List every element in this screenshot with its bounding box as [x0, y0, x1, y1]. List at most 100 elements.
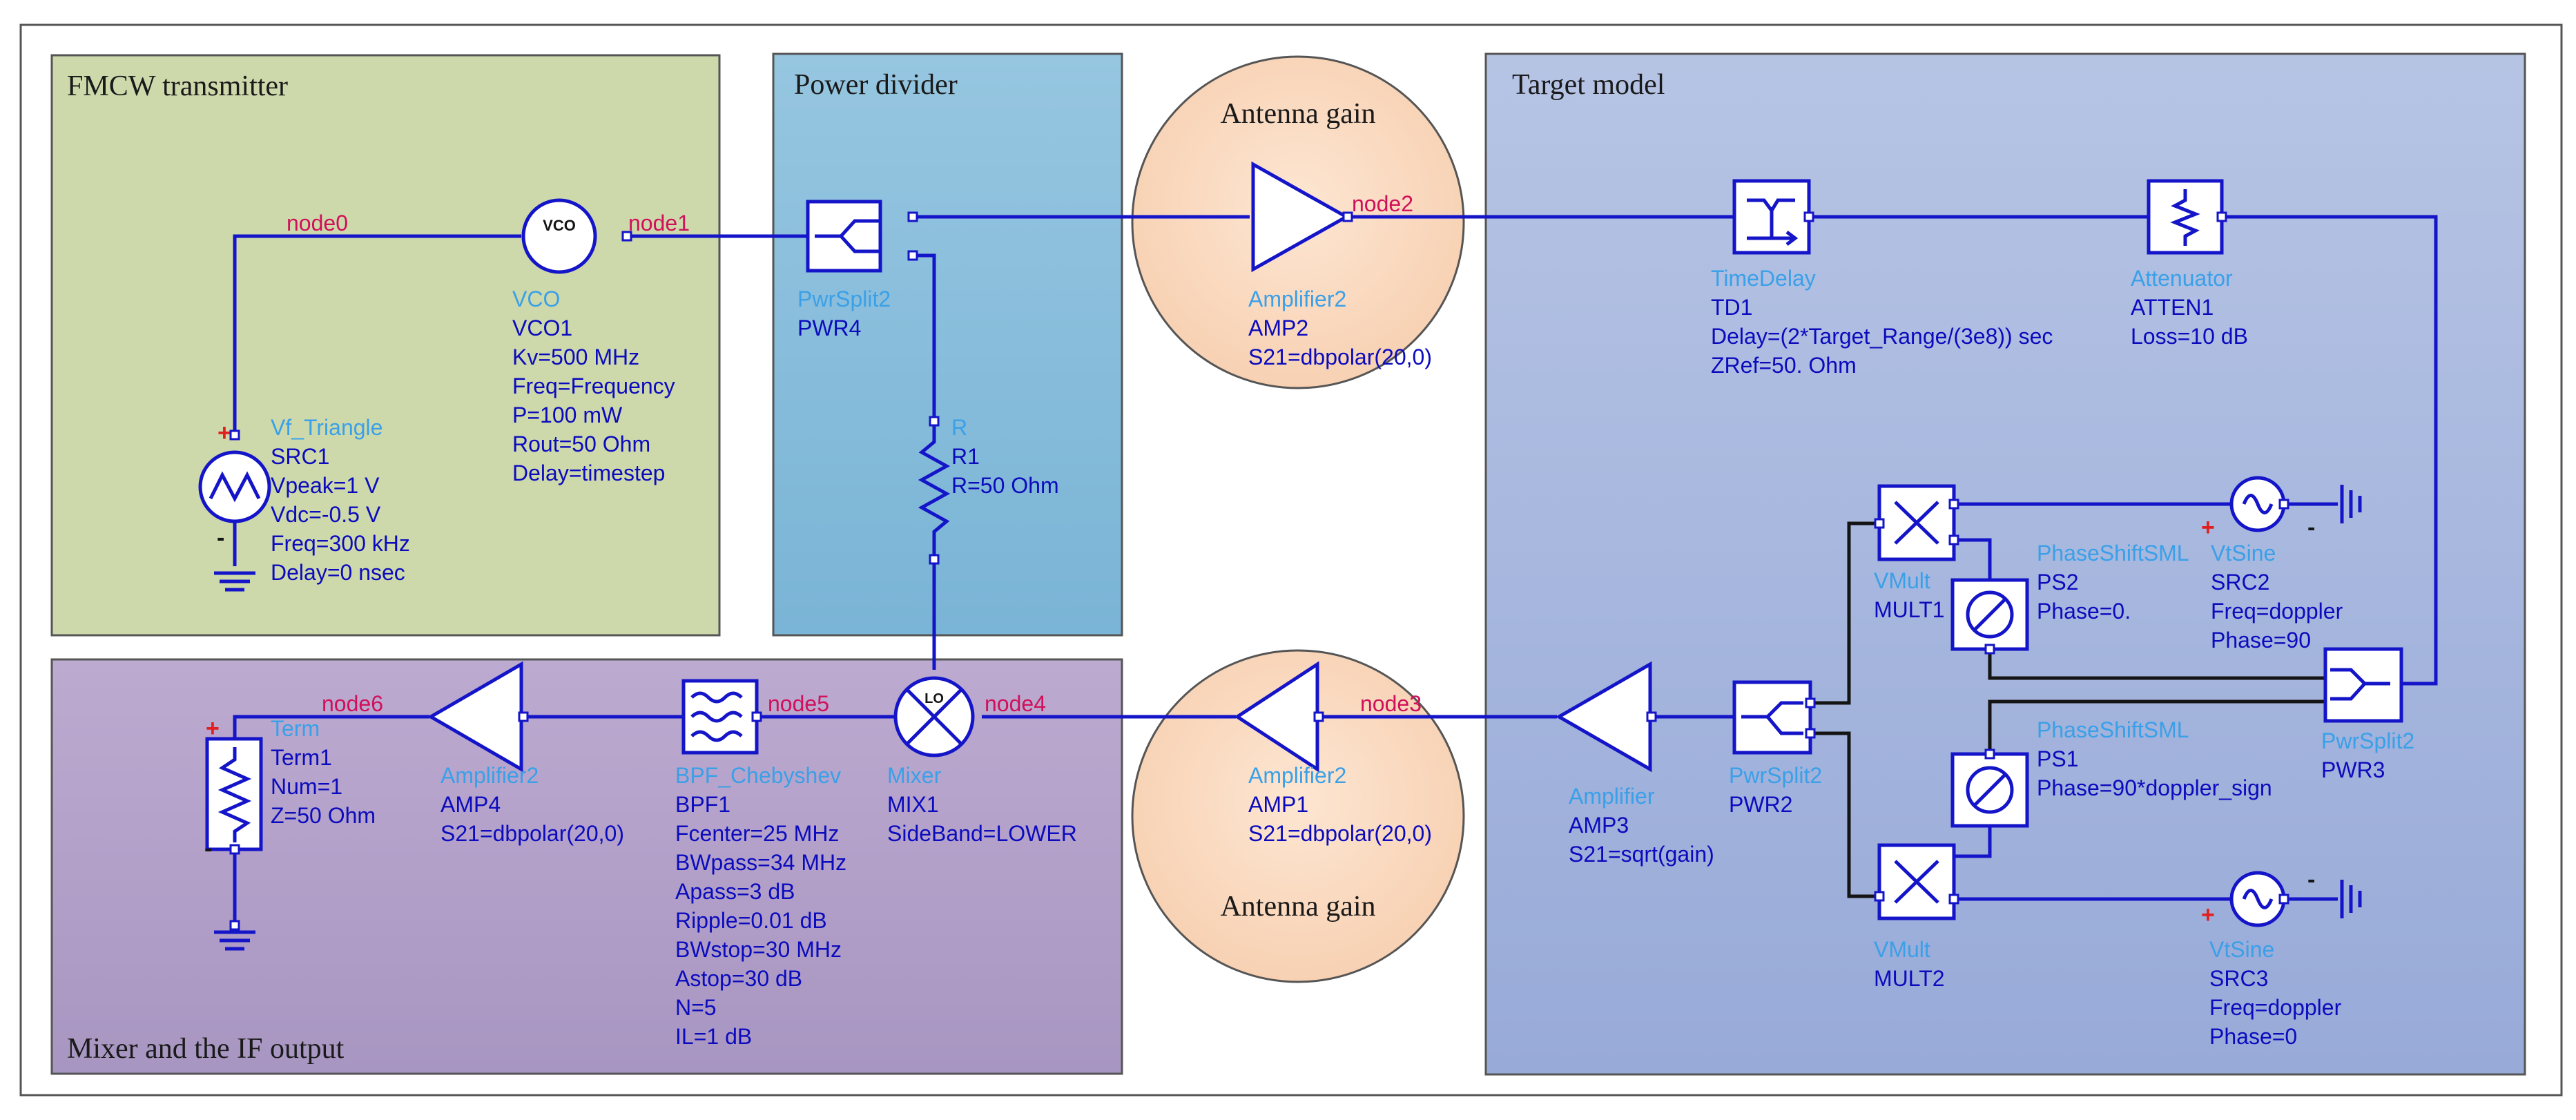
- amp2-symbol[interactable]: [1251, 161, 1350, 273]
- amp3-param-1: S21=sqrt(gain): [1569, 842, 1714, 867]
- region-title-fmcw: FMCW transmitter: [67, 70, 288, 102]
- r1-symbol[interactable]: [918, 421, 951, 559]
- wire-ps1-mult2[interactable]: [1954, 826, 1992, 858]
- amp2-param-1: S21=dbpolar(20,0): [1248, 345, 1432, 369]
- amp4-param-1: S21=dbpolar(20,0): [440, 821, 624, 846]
- bpf1-param-7: N=5: [675, 995, 717, 1020]
- ps1-param-1: Phase=90*doppler_sign: [2037, 775, 2272, 800]
- bpf1-symbol[interactable]: [681, 679, 759, 755]
- region-title-antenna-top: Antenna gain: [1220, 98, 1375, 130]
- mult1-symbol[interactable]: [1877, 484, 1956, 561]
- pwr4-symbol[interactable]: [806, 200, 882, 273]
- term1-symbol[interactable]: [205, 737, 263, 851]
- mult2-symbol[interactable]: [1877, 843, 1956, 920]
- atten1-symbol[interactable]: [2147, 179, 2224, 255]
- amp1-param-0: AMP1: [1248, 792, 1308, 817]
- pwr4-param-0: PWR4: [797, 316, 861, 340]
- src1-param-0: SRC1: [271, 444, 329, 469]
- td1-param-1: Delay=(2*Target_Range/(3e8)) sec: [1711, 324, 2053, 349]
- antenna-gain-bottom-circle: [1131, 649, 1465, 983]
- vco-param-5: Delay=timestep: [512, 461, 665, 485]
- ps2-param-0: PS2: [2037, 570, 2078, 595]
- src2-param-1: Freq=doppler: [2211, 599, 2343, 624]
- region-title-antenna-bottom: Antenna gain: [1220, 891, 1375, 923]
- region-title-power-divider: Power divider: [794, 69, 958, 101]
- src3-symbol[interactable]: [2229, 871, 2286, 927]
- atten1-param-0: ATTEN1: [2131, 295, 2214, 320]
- pwr2-param-0: PWR2: [1729, 792, 1792, 817]
- vco-param-1: Kv=500 MHz: [512, 345, 639, 369]
- mix1-param-1: SideBand=LOWER: [887, 821, 1077, 846]
- term1-param-0: Term1: [271, 745, 332, 770]
- term1-plus-mark: +: [206, 715, 220, 742]
- td1-param-2: ZRef=50. Ohm: [1711, 353, 1857, 378]
- ps1-param-0: PS1: [2037, 746, 2078, 771]
- ps1-symbol[interactable]: [1950, 752, 2029, 828]
- pwr3-symbol[interactable]: [2323, 647, 2403, 723]
- ground-icon: [2340, 485, 2362, 523]
- vco-type-label: VCO: [512, 287, 560, 311]
- term1-param-1: Num=1: [271, 774, 342, 799]
- pwr4-type-label: PwrSplit2: [797, 287, 891, 311]
- wire-node0[interactable]: [233, 234, 521, 435]
- wire-atten1-pwr3[interactable]: [2222, 215, 2438, 686]
- node-label-node6: node6: [322, 691, 383, 716]
- vco-symbol[interactable]: VCO: [521, 198, 597, 274]
- src2-type-label: VtSine: [2211, 541, 2276, 566]
- td1-symbol[interactable]: [1732, 179, 1811, 255]
- atten1-param-1: Loss=10 dB: [2131, 324, 2248, 349]
- connection-pins: [229, 211, 2289, 931]
- pwr3-param-0: PWR3: [2321, 757, 2385, 782]
- amp4-param-0: AMP4: [440, 792, 501, 817]
- pwr2-symbol[interactable]: [1732, 680, 1812, 755]
- src3-plus-mark: +: [2201, 902, 2215, 928]
- wire-pwr2-mult1[interactable]: [1810, 521, 1879, 705]
- bpf1-type-label: BPF_Chebyshev: [675, 763, 841, 788]
- pwr2-type-label: PwrSplit2: [1729, 763, 1822, 788]
- vco-param-4: Rout=50 Ohm: [512, 432, 650, 456]
- src3-param-1: Freq=doppler: [2209, 995, 2342, 1020]
- vco-glyph: VCO: [543, 217, 576, 234]
- wire-pwr3-ps1[interactable]: [1988, 699, 2325, 754]
- wires: [233, 215, 2438, 925]
- outer-border: [19, 23, 2563, 1097]
- wire-mult1-ps2[interactable]: [1954, 538, 1992, 580]
- src1-type-label: Vf_Triangle: [271, 415, 382, 440]
- ground-icon: [2340, 880, 2362, 918]
- term1-minus-mark: -: [204, 836, 212, 862]
- wire-pwr4-r1[interactable]: [913, 253, 936, 421]
- src1-param-2: Vdc=-0.5 V: [271, 502, 381, 527]
- src2-minus-mark: -: [2307, 514, 2315, 541]
- src1-param-4: Delay=0 nsec: [271, 560, 405, 585]
- bpf1-param-5: BWstop=30 MHz: [675, 937, 842, 962]
- vco-param-0: VCO1: [512, 316, 572, 340]
- td1-type-label: TimeDelay: [1711, 266, 1816, 291]
- amp3-param-0: AMP3: [1569, 813, 1629, 838]
- node-label-node1: node1: [628, 211, 690, 235]
- wire-node6[interactable]: [233, 715, 429, 739]
- region-fmcw-transmitter: [50, 54, 721, 637]
- mult1-type-label: VMult: [1874, 568, 1930, 593]
- amp3-type-label: Amplifier: [1569, 784, 1655, 809]
- atten1-type-label: Attenuator: [2131, 266, 2233, 291]
- wire-pwr2-mult2[interactable]: [1810, 731, 1879, 898]
- src1-param-3: Freq=300 kHz: [271, 531, 410, 556]
- term1-type-label: Term: [271, 716, 320, 741]
- src1-minus-mark: -: [217, 525, 224, 551]
- amp1-param-1: S21=dbpolar(20,0): [1248, 821, 1432, 846]
- amp2-type-label: Amplifier2: [1248, 287, 1346, 311]
- src1-param-1: Vpeak=1 V: [271, 473, 380, 498]
- bpf1-param-4: Ripple=0.01 dB: [675, 908, 827, 933]
- mix1-symbol[interactable]: LO: [893, 676, 975, 757]
- wire-ps2-pwr3[interactable]: [1988, 649, 2325, 680]
- amp1-type-label: Amplifier2: [1248, 763, 1346, 788]
- src2-symbol[interactable]: [2229, 476, 2286, 532]
- src3-param-0: SRC3: [2209, 966, 2268, 991]
- bpf1-param-6: Astop=30 dB: [675, 966, 802, 991]
- ps2-symbol[interactable]: [1950, 578, 2029, 651]
- ground-icon: [214, 571, 255, 592]
- src1-symbol[interactable]: [198, 450, 271, 523]
- region-title-mixer-if: Mixer and the IF output: [67, 1033, 345, 1065]
